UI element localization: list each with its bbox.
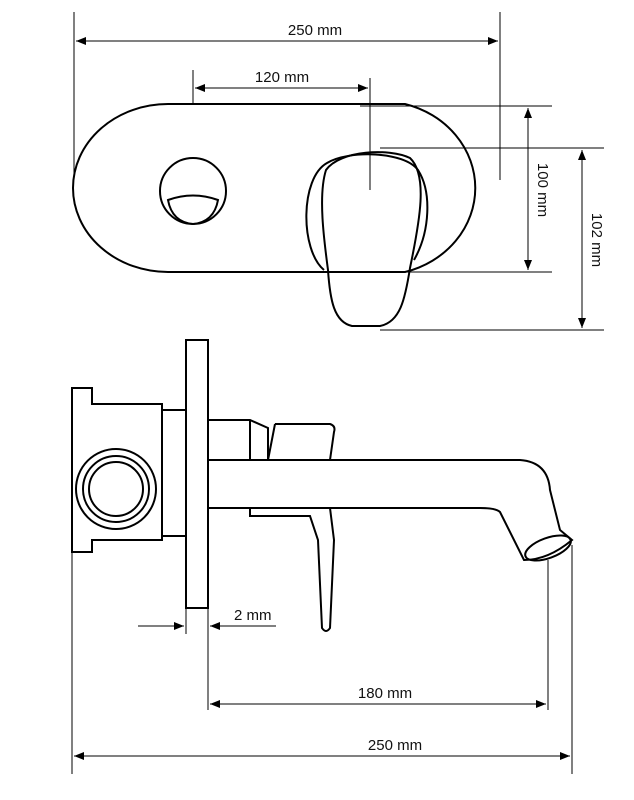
- dim-top-width-label: 250 mm: [288, 22, 342, 39]
- wall-box-body: [71, 387, 163, 553]
- diverter-slot: [166, 194, 220, 226]
- wall-box-neck: [161, 409, 187, 537]
- spout: [208, 459, 574, 562]
- lever-handle: [321, 151, 422, 327]
- dim-side-total-label: 250 mm: [368, 737, 422, 754]
- lever-top-profile: [208, 419, 269, 460]
- inlet-ring-outer: [75, 448, 157, 530]
- dim-spout-reach-label: 180 mm: [358, 685, 412, 702]
- lever-top-cap: [267, 423, 336, 461]
- inlet-ring-inner: [88, 461, 144, 517]
- inlet-ring-mid: [82, 455, 150, 523]
- diverter-knob: [159, 157, 227, 225]
- dim-plate-height-label: 100 mm: [534, 163, 551, 217]
- lever-hub: [305, 153, 429, 271]
- dim-lever-offset-label: 120 mm: [255, 69, 309, 86]
- spout-outlet: [524, 534, 572, 562]
- wall-plate-side: [185, 339, 209, 609]
- wall-plate-outline: [72, 103, 477, 273]
- front-view: 250 mm 120 mm 100 mm 102 mm: [72, 12, 605, 331]
- dim-total-height-label: 102 mm: [588, 213, 605, 267]
- lever-side-profile: [249, 507, 336, 632]
- side-view: 2 mm 180 mm 250 mm: [71, 339, 574, 774]
- dim-thickness-label: 2 mm: [234, 607, 272, 624]
